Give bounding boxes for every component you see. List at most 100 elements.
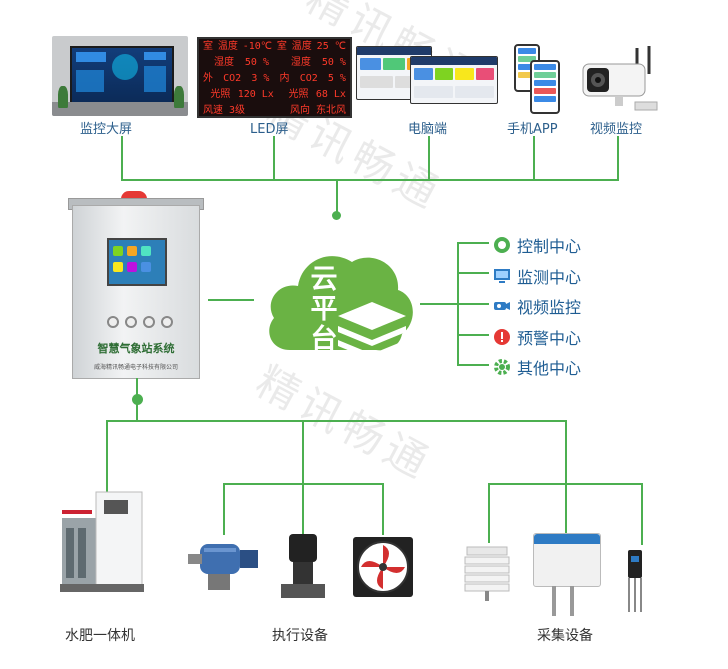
connector	[457, 334, 489, 336]
connector	[428, 136, 430, 180]
connector	[457, 364, 489, 366]
led-cell: 湿度	[290, 57, 311, 68]
connector	[457, 272, 489, 274]
cloud-char: 云	[310, 264, 338, 295]
monitor-icon	[493, 267, 511, 285]
connector	[617, 136, 619, 180]
big-screen-image	[52, 36, 188, 116]
soil-probe-image	[628, 550, 642, 612]
connector	[121, 136, 123, 180]
cloud-char: 台	[310, 324, 338, 355]
connector	[336, 179, 338, 215]
label-computer: 电脑端	[408, 122, 448, 137]
led-footer: 风速 3级 风向 东北风	[199, 103, 350, 119]
connector	[382, 483, 384, 535]
cloud-platform-icon	[269, 256, 413, 360]
knob	[107, 316, 119, 328]
list-item-control-center: 控制中心	[493, 233, 581, 257]
weather-station-cabinet: 智慧气象站系统 威海精讯畅通电子科技有限公司	[72, 205, 200, 379]
led-cell: 内	[279, 73, 290, 84]
list-item-alert-center: 预警中心	[493, 325, 581, 349]
label-big-screen: 监控大屏	[80, 122, 133, 137]
led-cell: CO2	[299, 73, 318, 84]
label-actuators: 执行设备	[272, 628, 328, 644]
list-item-label: 控制中心	[517, 237, 582, 256]
led-cell: 湿度	[213, 57, 234, 68]
led-cell: 25 ℃	[316, 41, 346, 52]
led-row: 湿度 50 % 湿度 50 %	[199, 55, 350, 71]
knob	[125, 316, 137, 328]
connector	[457, 242, 489, 244]
led-cell: 外	[203, 73, 213, 84]
cabinet-screen	[107, 238, 167, 286]
circulation-pump-image	[281, 534, 325, 598]
led-cell: 68 Lx	[315, 89, 346, 100]
led-cell: 温度	[291, 41, 312, 52]
cabinet-subtitle: 威海精讯畅通电子科技有限公司	[93, 364, 178, 371]
connector	[106, 420, 108, 494]
alert-icon	[493, 328, 511, 346]
label-fertigation: 水肥一体机	[65, 628, 135, 644]
led-cell: 室	[203, 41, 213, 52]
connector	[302, 420, 304, 484]
connector	[533, 136, 535, 180]
connector	[273, 136, 275, 180]
list-item-label: 视频监控	[517, 298, 582, 317]
list-item-monitor-center: 监测中心	[493, 264, 581, 288]
connector	[565, 483, 567, 535]
cabinet-title: 智慧气象站系统	[97, 342, 175, 355]
connector-bus-top	[121, 179, 619, 181]
exhaust-fan-image	[353, 537, 413, 597]
node-dot	[132, 394, 143, 405]
led-cell: 3 %	[251, 73, 270, 84]
led-cell: 50 %	[244, 57, 269, 68]
target-ring-icon	[493, 236, 511, 254]
label-led: LED屏	[250, 122, 289, 137]
connector	[136, 378, 138, 400]
connector	[208, 299, 254, 301]
fertigation-machine-image	[60, 491, 144, 592]
led-cell: 室	[276, 41, 287, 52]
connector	[641, 483, 643, 545]
led-cell: 50 %	[321, 57, 346, 68]
led-cell: 风速 3级	[203, 105, 246, 116]
phone-image-2	[530, 60, 560, 114]
led-cell: 120 Lx	[237, 89, 274, 100]
connector	[223, 483, 225, 535]
connector-bus-bottom	[106, 420, 566, 422]
led-cell: CO2	[223, 73, 242, 84]
big-screen-display	[70, 46, 174, 106]
louver-box-sensor-image	[464, 546, 510, 601]
label-mobile: 手机APP	[507, 122, 558, 137]
computer-image-2	[410, 56, 498, 104]
led-cell: -10℃	[242, 41, 273, 52]
cloud-char: 平	[310, 294, 338, 325]
led-cell: 风向 东北风	[289, 105, 346, 116]
label-video: 视频监控	[590, 122, 643, 137]
motor-pump-image	[188, 544, 258, 590]
connector	[420, 303, 458, 305]
led-row: 光照 120 Lx 光照 68 Lx	[199, 87, 350, 103]
node-dot	[332, 211, 341, 220]
list-item-label: 其他中心	[517, 359, 582, 378]
led-cell: 5 %	[327, 73, 346, 84]
camera-icon	[493, 297, 511, 315]
connector	[302, 483, 304, 535]
list-item-other-center: 其他中心	[493, 355, 581, 379]
connector	[457, 303, 489, 305]
led-row: 外 CO2 3 % 内 CO2 5 %	[199, 71, 350, 87]
connector	[565, 420, 567, 484]
transmitter-box-image	[533, 533, 601, 616]
led-cell: 光照	[210, 89, 231, 100]
connector	[488, 483, 490, 543]
list-item-label: 监测中心	[517, 268, 582, 287]
camera-image	[582, 46, 658, 111]
led-cell: 温度	[217, 41, 238, 52]
led-cell: 光照	[288, 89, 309, 100]
connector	[136, 404, 138, 421]
knob	[161, 316, 173, 328]
label-collectors: 采集设备	[537, 628, 593, 644]
list-item-label: 预警中心	[517, 329, 582, 348]
